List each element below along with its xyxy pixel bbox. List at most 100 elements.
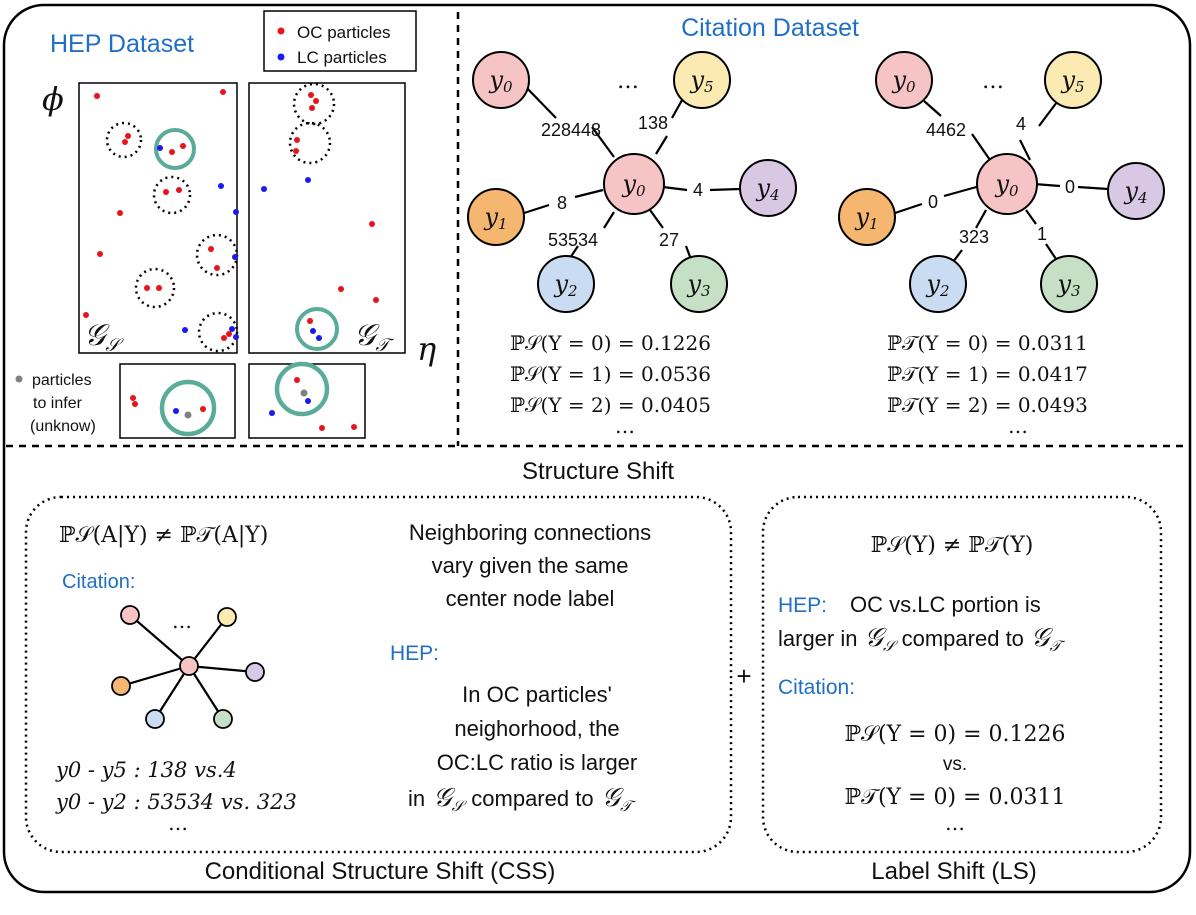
edge bbox=[662, 185, 688, 192]
oc-particle bbox=[307, 318, 313, 324]
outer-frame bbox=[2, 3, 1192, 894]
oc-particle bbox=[200, 406, 206, 412]
css-hep-line-3: OC:LC ratio is larger bbox=[437, 750, 638, 775]
neighborhood-circle bbox=[197, 311, 239, 353]
css-example-1: y0 - y5 : 138 vs.4 bbox=[55, 758, 237, 782]
lc-legend-label: LC particles bbox=[297, 48, 387, 67]
neighborhood-circle bbox=[292, 82, 336, 126]
edge bbox=[1077, 185, 1109, 191]
infer-label-line3: (unknow) bbox=[30, 418, 96, 435]
graph-s-points bbox=[83, 89, 239, 353]
node-y2 bbox=[537, 255, 595, 313]
ellipsis: … bbox=[982, 69, 1004, 94]
edge bbox=[522, 83, 557, 119]
prob-target-1: ℙ𝒯(Y = 1) = 0.0417 bbox=[887, 362, 1088, 386]
lc-particle bbox=[232, 254, 238, 260]
infer-particle bbox=[184, 411, 192, 419]
edge-label: 228448 bbox=[541, 120, 601, 140]
oc-particle bbox=[130, 395, 136, 401]
edge-label: 1 bbox=[1037, 224, 1047, 244]
edge bbox=[1019, 139, 1031, 161]
edge-label: 4 bbox=[1016, 114, 1026, 134]
hep-title: HEP Dataset bbox=[50, 30, 194, 58]
oc-particle bbox=[338, 286, 344, 292]
graph-s-subscript: 𝒮 bbox=[883, 637, 899, 655]
lc-particle bbox=[173, 408, 179, 414]
lc-particle bbox=[310, 328, 316, 334]
graph-s-box bbox=[78, 82, 238, 354]
node-y3 bbox=[670, 255, 728, 313]
lc-particle bbox=[218, 183, 224, 189]
oc-particle bbox=[122, 139, 128, 145]
graph-t-subscript: 𝒯 bbox=[620, 797, 636, 815]
prob-source-1: ℙ𝒮(Y = 1) = 0.0536 bbox=[510, 362, 711, 386]
ls-formula: ℙ𝒮(Y) ≠ ℙ𝒯(Y) bbox=[871, 533, 1034, 558]
node-y2 bbox=[909, 255, 967, 313]
oc-particle bbox=[176, 187, 182, 193]
ellipsis: … bbox=[615, 414, 635, 438]
lc-particle bbox=[157, 145, 163, 151]
edge bbox=[923, 100, 942, 117]
css-desc-line-3: center node label bbox=[446, 586, 615, 611]
mini-node-y4 bbox=[245, 662, 265, 682]
node-y4 bbox=[1107, 162, 1165, 220]
oc-particle bbox=[117, 210, 123, 216]
center-node-y0 bbox=[976, 153, 1038, 215]
oc-particle bbox=[169, 149, 175, 155]
edge bbox=[154, 665, 190, 720]
edge bbox=[188, 664, 256, 674]
edge bbox=[129, 614, 190, 667]
prob-target-0: ℙ𝒯(Y = 0) = 0.0311 bbox=[887, 331, 1088, 355]
css-mini-graph: … bbox=[111, 605, 265, 729]
graph-s-label: 𝒢𝒮 bbox=[84, 318, 124, 356]
css-citation-label: Citation: bbox=[62, 571, 135, 593]
oc-particle bbox=[309, 105, 315, 111]
ellipsis: … bbox=[1008, 414, 1028, 438]
oc-particle bbox=[373, 297, 379, 303]
edge bbox=[655, 135, 668, 155]
node-y1 bbox=[838, 188, 896, 246]
ls-caption: Label Shift (LS) bbox=[871, 858, 1036, 885]
hep-legend bbox=[263, 10, 417, 72]
edge bbox=[188, 665, 224, 720]
mini-center-node bbox=[179, 656, 199, 676]
highlight-ring bbox=[154, 128, 196, 170]
ellipsis: … bbox=[945, 811, 965, 835]
edge bbox=[891, 202, 923, 216]
oc-particle bbox=[180, 143, 186, 149]
graph-t-symbol: 𝒢 bbox=[602, 783, 625, 813]
css-desc-line-1: Neighboring connections bbox=[409, 520, 651, 545]
edge-label: 0 bbox=[928, 192, 938, 212]
center-node-y0 bbox=[603, 153, 665, 215]
oc-particle bbox=[313, 98, 319, 104]
node-y5 bbox=[1044, 51, 1102, 109]
mini-node-y0 bbox=[120, 605, 140, 625]
graph-t-symbol: 𝒢 bbox=[1031, 623, 1054, 653]
ls-hep-line-2-prefix: larger in bbox=[778, 626, 857, 651]
oc-particle bbox=[144, 285, 150, 291]
neighborhood-circle bbox=[105, 121, 143, 159]
citation-title: Citation Dataset bbox=[681, 14, 859, 42]
edge bbox=[1033, 182, 1061, 188]
css-hep-line-4-prefix: in bbox=[408, 786, 425, 811]
edge bbox=[603, 211, 615, 229]
ls-box bbox=[761, 495, 1163, 854]
lc-particle bbox=[305, 177, 311, 183]
oc-particle bbox=[294, 377, 300, 383]
css-hep-line-1: In OC particles' bbox=[462, 682, 612, 707]
lc-particle bbox=[269, 410, 275, 416]
structure-shift-panel: Structure Shift ℙ𝒮(A|Y) ≠ ℙ𝒯(A|Y) Citati… bbox=[24, 458, 1163, 885]
ellipsis: … bbox=[172, 609, 192, 633]
oc-particle bbox=[156, 285, 162, 291]
mini-node-y3 bbox=[213, 709, 233, 729]
edge-label: 138 bbox=[638, 113, 668, 133]
edge-label: 4462 bbox=[926, 120, 966, 140]
edge bbox=[120, 664, 190, 688]
oc-particle bbox=[319, 425, 325, 431]
graph-t-label: 𝒢𝒯 bbox=[354, 318, 394, 356]
oc-particle bbox=[221, 335, 227, 341]
edge-label: 53534 bbox=[548, 230, 598, 250]
